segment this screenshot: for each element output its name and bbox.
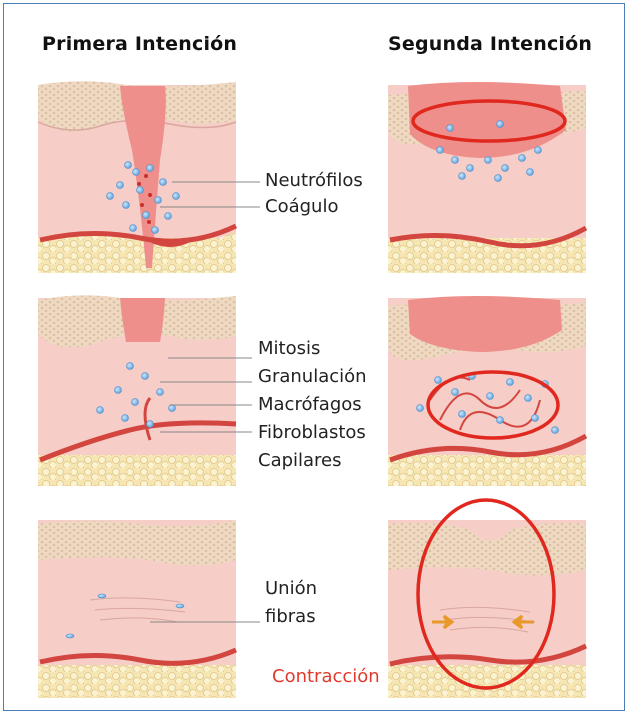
label-union: Unión (265, 578, 317, 599)
label-granulacion: Granulación (258, 366, 367, 387)
panel-second-intention-neutrophils (388, 82, 586, 273)
label-mitosis: Mitosis (258, 338, 320, 359)
label-contraccion: Contracción (272, 666, 380, 687)
panel-first-intention-fibers (38, 520, 260, 698)
label-neutrofilos: Neutrófilos (265, 170, 363, 191)
label-macrofagos: Macrófagos (258, 394, 362, 415)
label-fibras: fibras (265, 606, 316, 627)
panel-second-intention-granulation (388, 296, 586, 486)
title-first-intention: Primera Intención (42, 33, 237, 55)
panel-first-intention-neutrophils (38, 81, 260, 273)
label-coagulo: Coágulo (265, 196, 338, 217)
panel-first-intention-granulation (38, 295, 252, 486)
title-second-intention: Segunda Intención (388, 33, 592, 55)
panel-second-intention-contraction (388, 500, 586, 698)
label-fibroblastos: Fibroblastos (258, 422, 366, 443)
label-capilares: Capilares (258, 450, 342, 471)
